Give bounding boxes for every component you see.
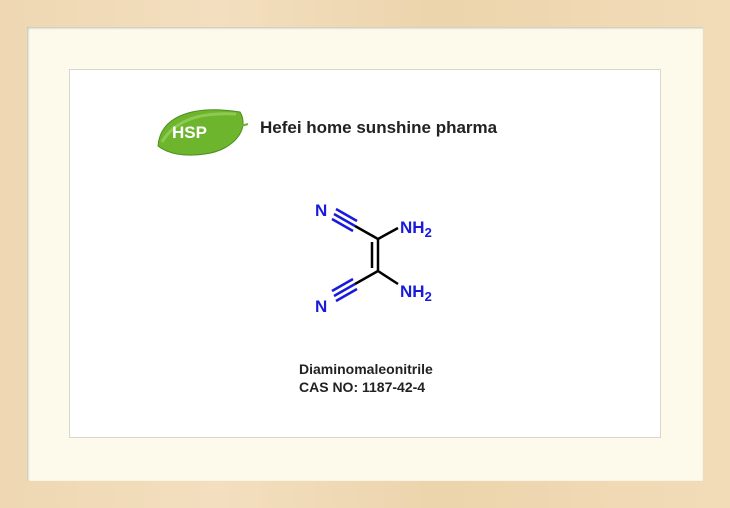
- cas-number: CAS NO: 1187-42-4: [299, 379, 426, 395]
- atom-n-bottom: N: [315, 297, 327, 316]
- product-info: Diaminomaleonitrile CAS NO: 1187-42-4: [299, 360, 433, 396]
- product-name: Diaminomaleonitrile: [299, 361, 433, 377]
- molecule-structure: [331, 207, 399, 303]
- company-name: Hefei home sunshine pharma: [260, 118, 498, 137]
- atom-nh2-top: NH2: [400, 218, 432, 240]
- atom-n-top: N: [315, 201, 327, 220]
- atom-nh2-bottom: NH2: [400, 282, 432, 304]
- hsp-leaf-logo: HSP: [157, 109, 249, 156]
- logo-text: HSP: [172, 123, 207, 142]
